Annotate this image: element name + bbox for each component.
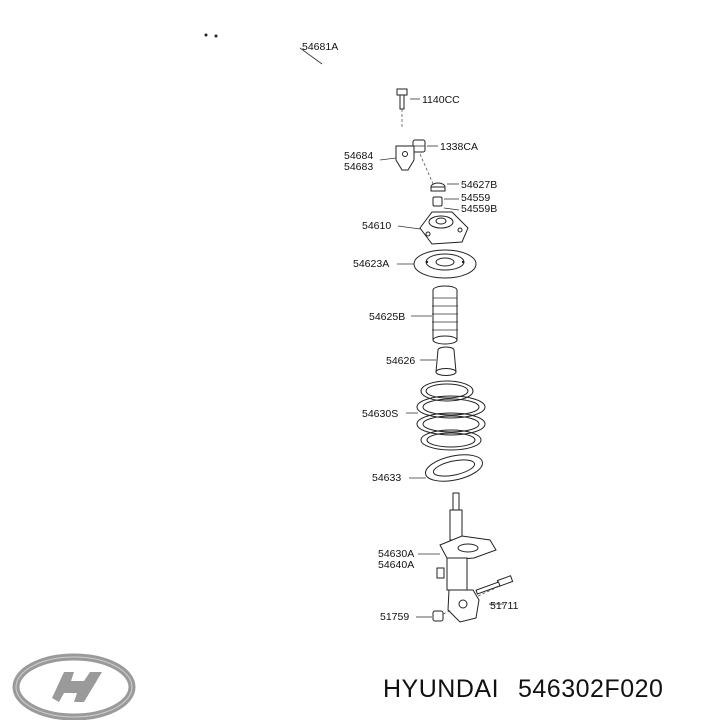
insulator [419, 211, 469, 245]
label-bumper-stopper: 54626 [386, 355, 415, 367]
label-nut-mid: 54559 [461, 192, 490, 204]
nut-mid [432, 196, 443, 207]
bumper-stopper [435, 346, 457, 376]
stabilizer-bar [198, 32, 413, 149]
label-stabilizer-bar: 54681A [302, 41, 338, 53]
label-nut-top: 1338CA [440, 141, 478, 153]
label-lower-nut: 51759 [380, 611, 409, 623]
coil-spring [416, 380, 486, 451]
caption-brand: HYUNDAI [383, 675, 499, 703]
lower-bolt [475, 575, 514, 595]
label-bracket-a: 54684 [344, 150, 373, 162]
label-coil-spring: 54630S [362, 408, 398, 420]
caption-part-number: 546302F020 [518, 675, 663, 703]
bracket [395, 145, 415, 171]
label-strut-b: 54640A [378, 559, 414, 571]
label-bracket-b: 54683 [344, 161, 373, 173]
strut-assembly [436, 492, 497, 623]
label-strut-a: 54630A [378, 548, 414, 560]
label-bushing: 54559B [461, 203, 497, 215]
label-insulator: 54610 [362, 220, 391, 232]
bearing [413, 249, 477, 279]
label-dust-cover: 54625B [369, 311, 405, 323]
label-bearing: 54623A [353, 258, 389, 270]
dust-cover [432, 285, 458, 345]
lower-nut [432, 610, 444, 622]
nut-top [412, 139, 426, 153]
label-lower-bolt: 51711 [490, 600, 519, 612]
spring-pad [425, 454, 483, 482]
label-spring-pad: 54633 [372, 472, 401, 484]
label-bolt: 1140CC [422, 94, 460, 106]
hyundai-logo [12, 653, 136, 720]
washer [430, 182, 446, 192]
label-washer: 54627B [461, 179, 497, 191]
bolt [396, 88, 408, 110]
